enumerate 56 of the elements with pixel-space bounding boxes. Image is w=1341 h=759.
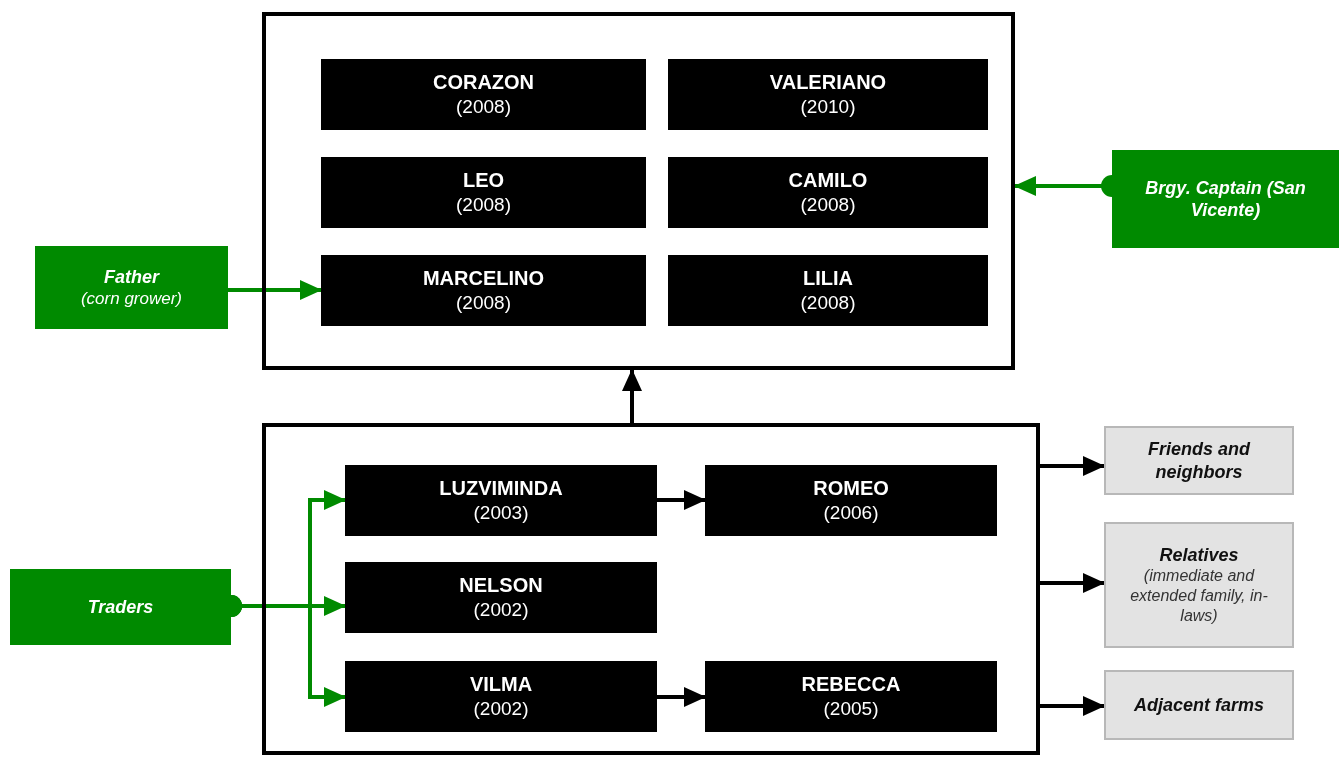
person-name: VALERIANO [769, 70, 887, 96]
year-label: (2008) [800, 291, 856, 315]
arrow [657, 490, 706, 510]
person-box [345, 661, 657, 732]
person-name: REBECCA [801, 672, 901, 698]
person-box [705, 661, 997, 732]
arrow [622, 369, 642, 423]
actor-note: (corn grower) [80, 288, 183, 310]
year-label: (2002) [473, 697, 529, 721]
actor-name: Traders [87, 595, 154, 619]
actor-name: Father [104, 265, 159, 289]
year-label: (2008) [456, 193, 511, 217]
arrow [1040, 456, 1105, 476]
person-box [668, 59, 988, 130]
person-box [321, 157, 646, 228]
contact-note: (immediate and extended family, in-laws) [1129, 566, 1269, 627]
year-label: (2008) [456, 95, 511, 119]
year-label: (2008) [800, 193, 856, 217]
person-box [321, 59, 646, 130]
arrow [657, 687, 706, 707]
contact-name: Friends and neighbors [1147, 438, 1252, 483]
person-box [668, 255, 988, 326]
arrow [1040, 696, 1105, 716]
year-label: (2002) [473, 598, 529, 622]
group-frame [262, 12, 1015, 370]
person-name: CAMILO [788, 168, 868, 194]
actor-box [35, 246, 228, 329]
contact-box [1104, 522, 1294, 648]
person-name: MARCELINO [422, 266, 545, 292]
year-label: (2010) [800, 95, 856, 119]
person-name: NELSON [459, 573, 543, 599]
person-box [705, 465, 997, 536]
actor-box [1112, 150, 1339, 248]
year-label: (2005) [823, 697, 879, 721]
actor-box [10, 569, 231, 645]
contact-box [1104, 426, 1294, 495]
person-name: LUZVIMINDA [439, 476, 563, 502]
year-label: (2006) [823, 501, 879, 525]
year-label: (2003) [473, 501, 529, 525]
arrow [228, 280, 322, 300]
person-name: CORAZON [432, 70, 535, 96]
person-name: VILMA [469, 672, 533, 698]
person-box [668, 157, 988, 228]
person-box [345, 465, 657, 536]
contact-box [1104, 670, 1294, 740]
arrow [1040, 573, 1105, 593]
contact-name: Adjacent farms [1133, 693, 1264, 717]
person-box [345, 562, 657, 633]
person-name: ROMEO [813, 476, 889, 502]
person-box [321, 255, 646, 326]
person-name: LILIA [803, 266, 853, 292]
group-frame [262, 423, 1040, 755]
person-name: LEO [462, 168, 505, 194]
year-label: (2008) [456, 291, 511, 315]
actor-name: Brgy. Captain (San Vicente) [1144, 176, 1307, 222]
contact-name: Relatives [1159, 543, 1239, 567]
